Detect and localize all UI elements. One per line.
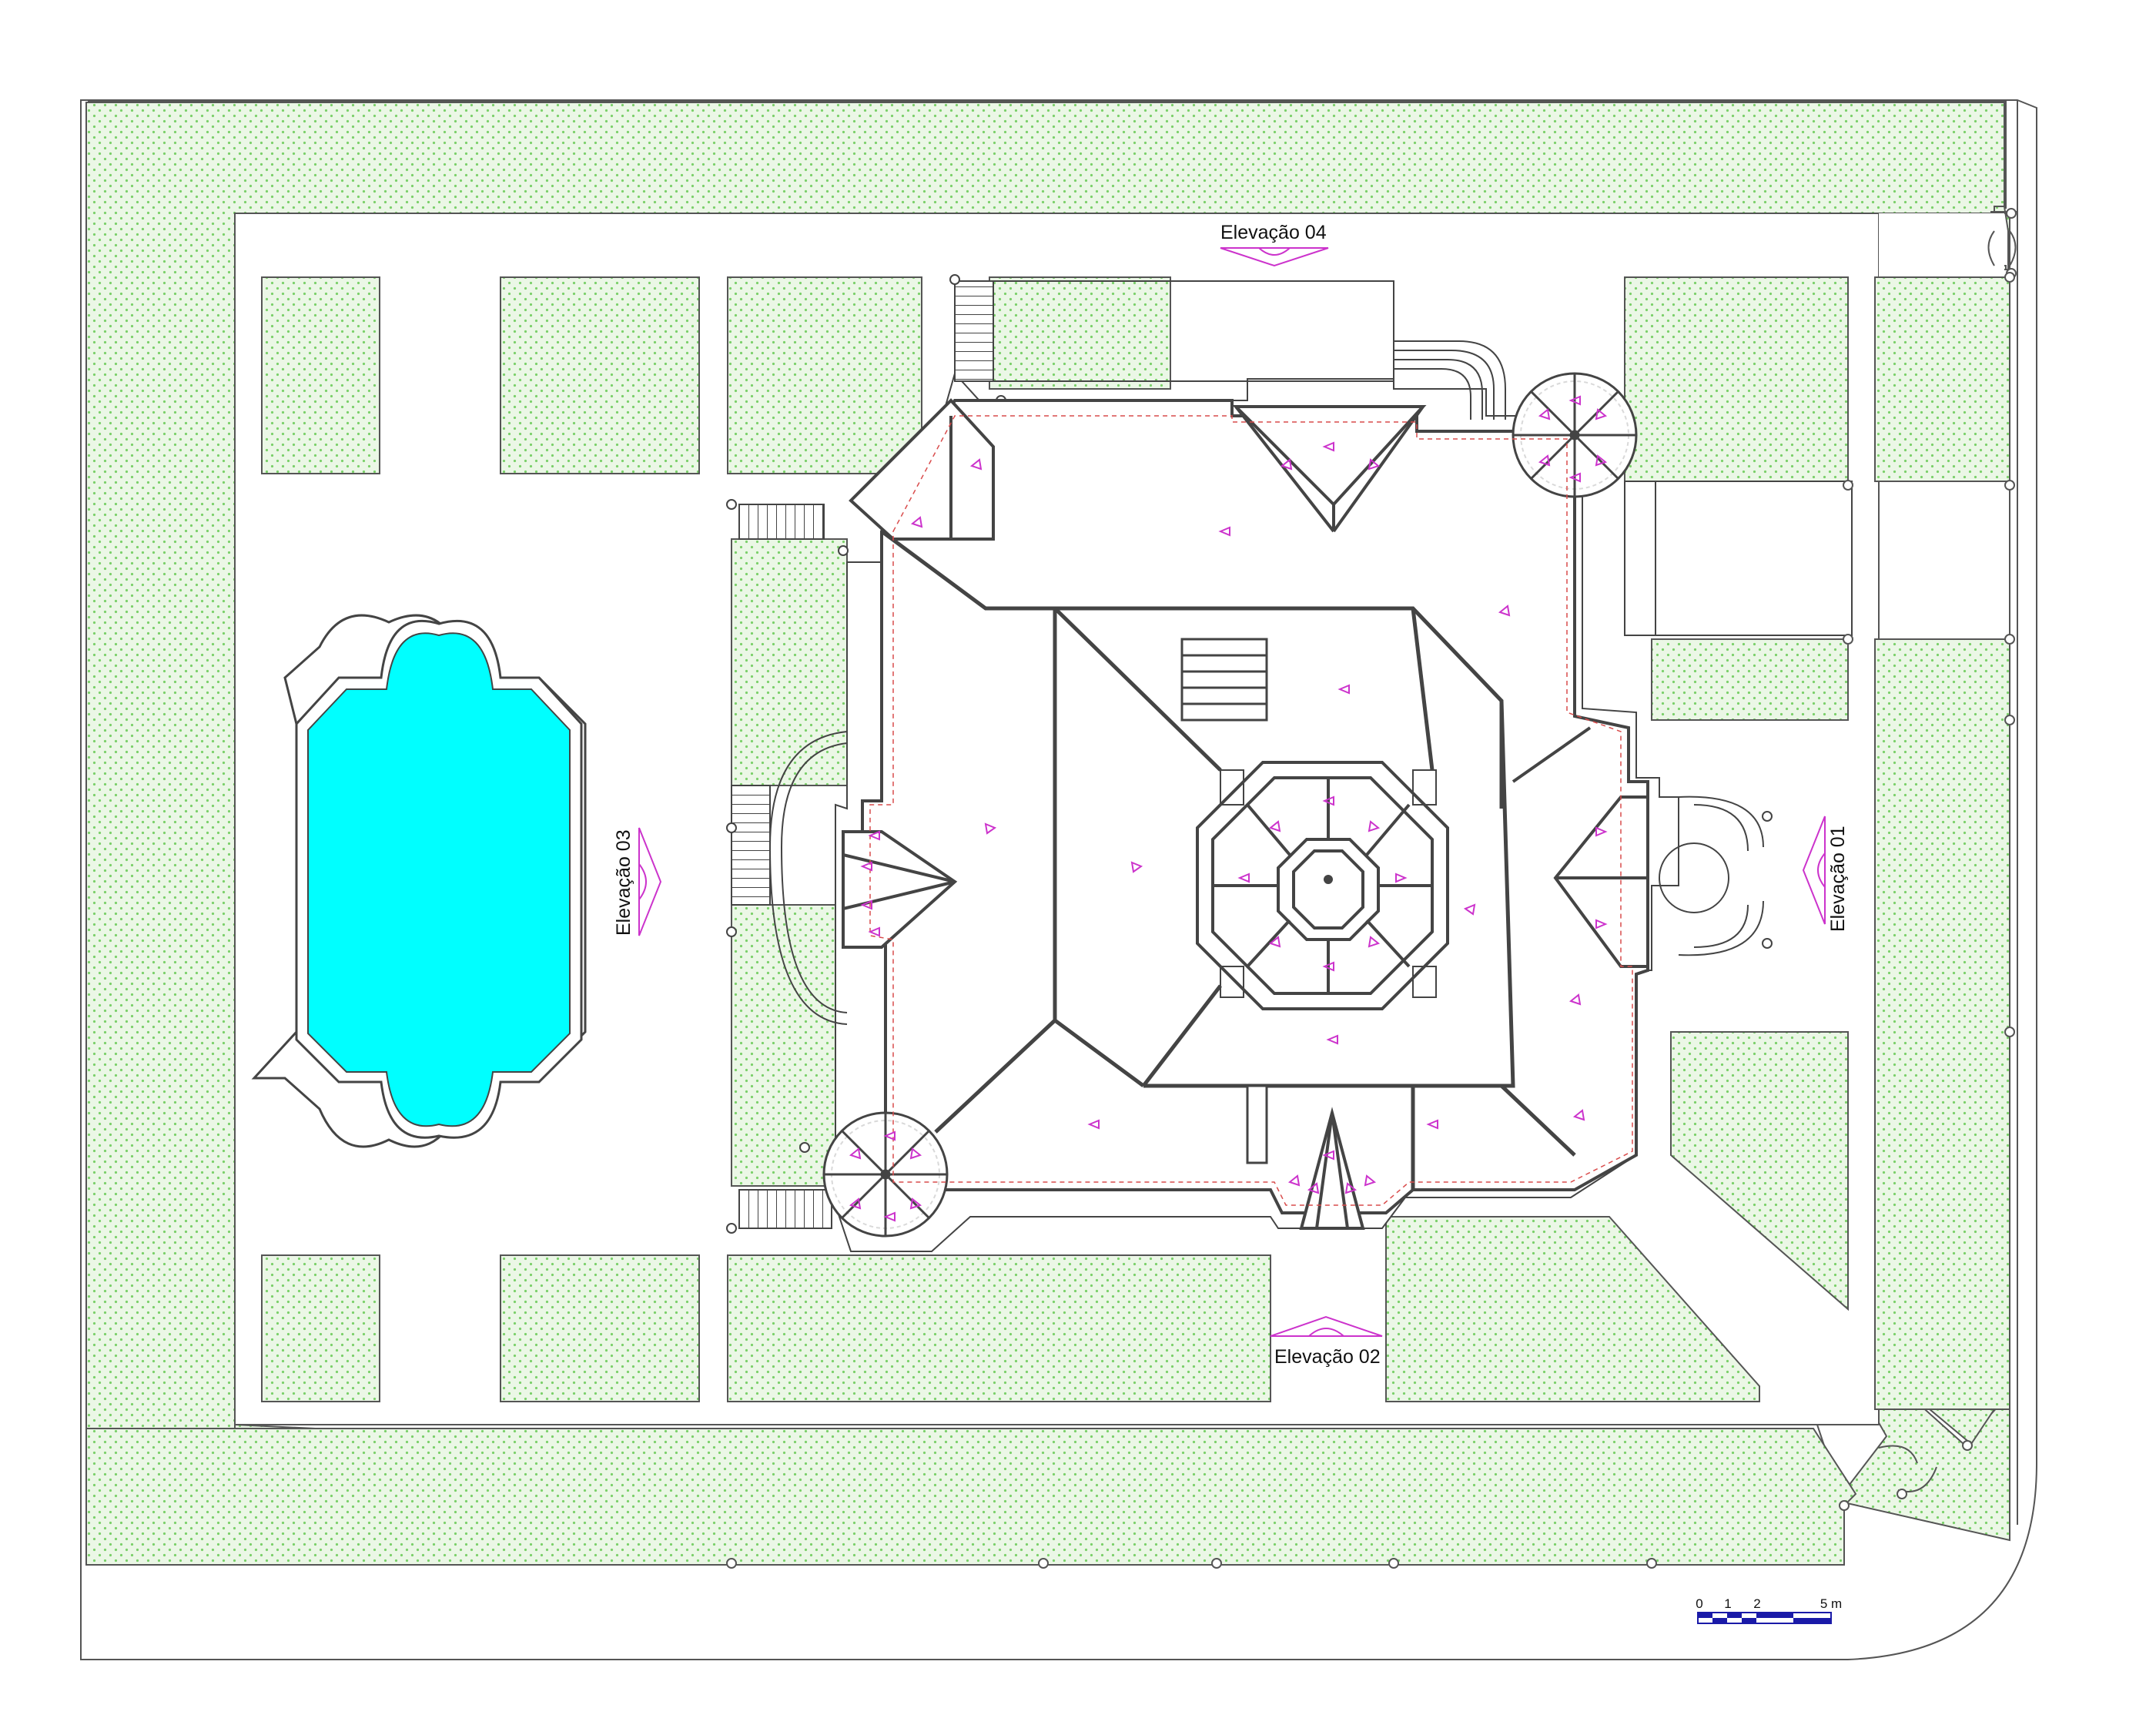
swimming-pool	[251, 614, 587, 1148]
roof-slope-arrow-icon	[1237, 873, 1250, 883]
roof-slope-arrow-icon	[1463, 903, 1476, 916]
roof-slope-arrow-icon	[1498, 605, 1511, 617]
north-steps	[949, 274, 1506, 420]
roof-slope-arrow-icon	[849, 1197, 862, 1210]
central-octagon-roof	[1196, 761, 1449, 1010]
perimeter-posts	[726, 272, 2015, 1569]
roof-slope-arrow-icon	[1218, 526, 1230, 537]
roof-slope-arrow-icon	[1364, 1174, 1377, 1187]
elevation-marker-south: Elevação 02	[1270, 1315, 1383, 1368]
site-boundary	[80, 99, 2037, 1660]
elevation-arrow-icon	[1270, 1315, 1383, 1337]
dormer-north	[1232, 405, 1427, 533]
south-lawn-strip	[85, 1428, 1857, 1566]
elevation-marker-west: Elevação 03	[613, 827, 662, 936]
roof-slope-arrow-icon	[1344, 1182, 1358, 1194]
roof-slope-arrow-icon	[1326, 1034, 1338, 1045]
roof-slope-arrow-icon	[1307, 1182, 1320, 1194]
elevation-label-south: Elevação 02	[1274, 1346, 1381, 1368]
roof-slope-arrow-icon	[1538, 408, 1551, 420]
elevation-label-east: Elevação 01	[1827, 826, 1849, 932]
roof-slope-arrow-icon	[1287, 1174, 1301, 1187]
scale-bar: 0 1 2 5 m	[1696, 1596, 1842, 1624]
dormer-north-west	[849, 398, 995, 541]
roof-slope-arrow-icon	[883, 1211, 896, 1222]
roof-slope-arrow-icon	[910, 516, 923, 528]
east-terrace	[1624, 481, 1853, 636]
roof-slope-arrow-icon	[868, 830, 880, 841]
roof-hatch	[1180, 638, 1268, 722]
roof-slope-arrow-icon	[849, 1147, 862, 1160]
garden-beds	[261, 276, 2010, 1410]
west-bay	[768, 731, 848, 1025]
roof-slope-arrow-icon	[1268, 820, 1281, 832]
east-steps	[1659, 796, 1773, 956]
roof-slope-arrow-icon	[1595, 408, 1608, 420]
elevation-marker-east: Elevação 01	[1802, 816, 1849, 932]
elevation-marker-north: Elevação 04	[1220, 222, 1329, 267]
roof-slope-arrow-icon	[1595, 454, 1608, 467]
scale-tick-0: 0	[1696, 1596, 1702, 1611]
dormer-east	[1512, 726, 1649, 968]
roof-vent	[1246, 1084, 1268, 1164]
roof-slope-arrow-icon	[969, 458, 983, 471]
roof-slope-arrow-icon	[1568, 472, 1581, 483]
scale-tick-2: 2	[1753, 1596, 1760, 1611]
roof-slope-arrow-icon	[1130, 861, 1143, 873]
turret-north-east	[1512, 372, 1638, 498]
roof-slope-arrow-icon	[1368, 458, 1381, 471]
elevation-label-north: Elevação 04	[1220, 222, 1327, 243]
elevation-arrow-icon	[1220, 247, 1329, 267]
roof-slope-arrow-icon	[1395, 873, 1408, 883]
elevation-arrow-icon	[638, 827, 662, 936]
roof-slope-arrow-icon	[860, 861, 872, 872]
dormer-south	[1299, 1107, 1365, 1230]
roof-slope-arrow-icon	[1322, 1150, 1334, 1161]
turret-south-west	[822, 1111, 949, 1238]
roof-slope-arrows	[849, 395, 1608, 1222]
pool-water	[307, 632, 571, 1127]
eave-line	[869, 415, 1633, 1206]
roof-slope-arrow-icon	[984, 822, 997, 835]
roof-slope-arrow-icon	[909, 1147, 922, 1160]
gate-south-east	[1878, 1440, 1973, 1499]
roof-hip-lines	[880, 529, 1576, 1190]
dormer-west	[842, 830, 958, 949]
roof-slope-arrow-icon	[1337, 684, 1350, 695]
roof-slope-arrow-icon	[1322, 796, 1334, 806]
roof-slope-arrow-icon	[1268, 936, 1281, 948]
roof-slope-arrow-icon	[1368, 820, 1381, 832]
roof-slope-arrow-icon	[1568, 993, 1582, 1006]
elevation-arrow-icon	[1802, 816, 1826, 925]
roof-slope-arrow-icon	[1426, 1119, 1438, 1130]
roof-slope-arrow-icon	[1322, 441, 1334, 452]
scale-tick-5m: 5 m	[1820, 1596, 1842, 1611]
roof-slope-arrow-icon	[883, 1130, 896, 1141]
west-steps	[726, 499, 849, 1234]
roof-slope-arrow-icon	[1568, 395, 1581, 406]
roof-slope-arrow-icon	[1538, 454, 1551, 467]
elevation-label-west: Elevação 03	[613, 829, 634, 936]
roof-slope-arrow-icon	[868, 926, 880, 937]
roof-slope-arrow-icon	[1368, 936, 1381, 948]
inner-circulation-east	[1879, 213, 2004, 277]
roof-slope-arrow-icon	[1572, 1109, 1585, 1121]
scale-tick-1: 1	[1724, 1596, 1731, 1611]
roof-slope-arrow-icon	[860, 899, 872, 910]
roof-slope-arrow-icon	[1280, 458, 1293, 471]
roof-slope-arrow-icon	[909, 1197, 922, 1210]
roof-slope-arrow-icon	[1595, 919, 1608, 929]
roof-slope-arrow-icon	[1595, 826, 1608, 837]
roof-slope-arrow-icon	[1087, 1119, 1100, 1130]
roof-slope-arrow-icon	[1322, 961, 1334, 972]
